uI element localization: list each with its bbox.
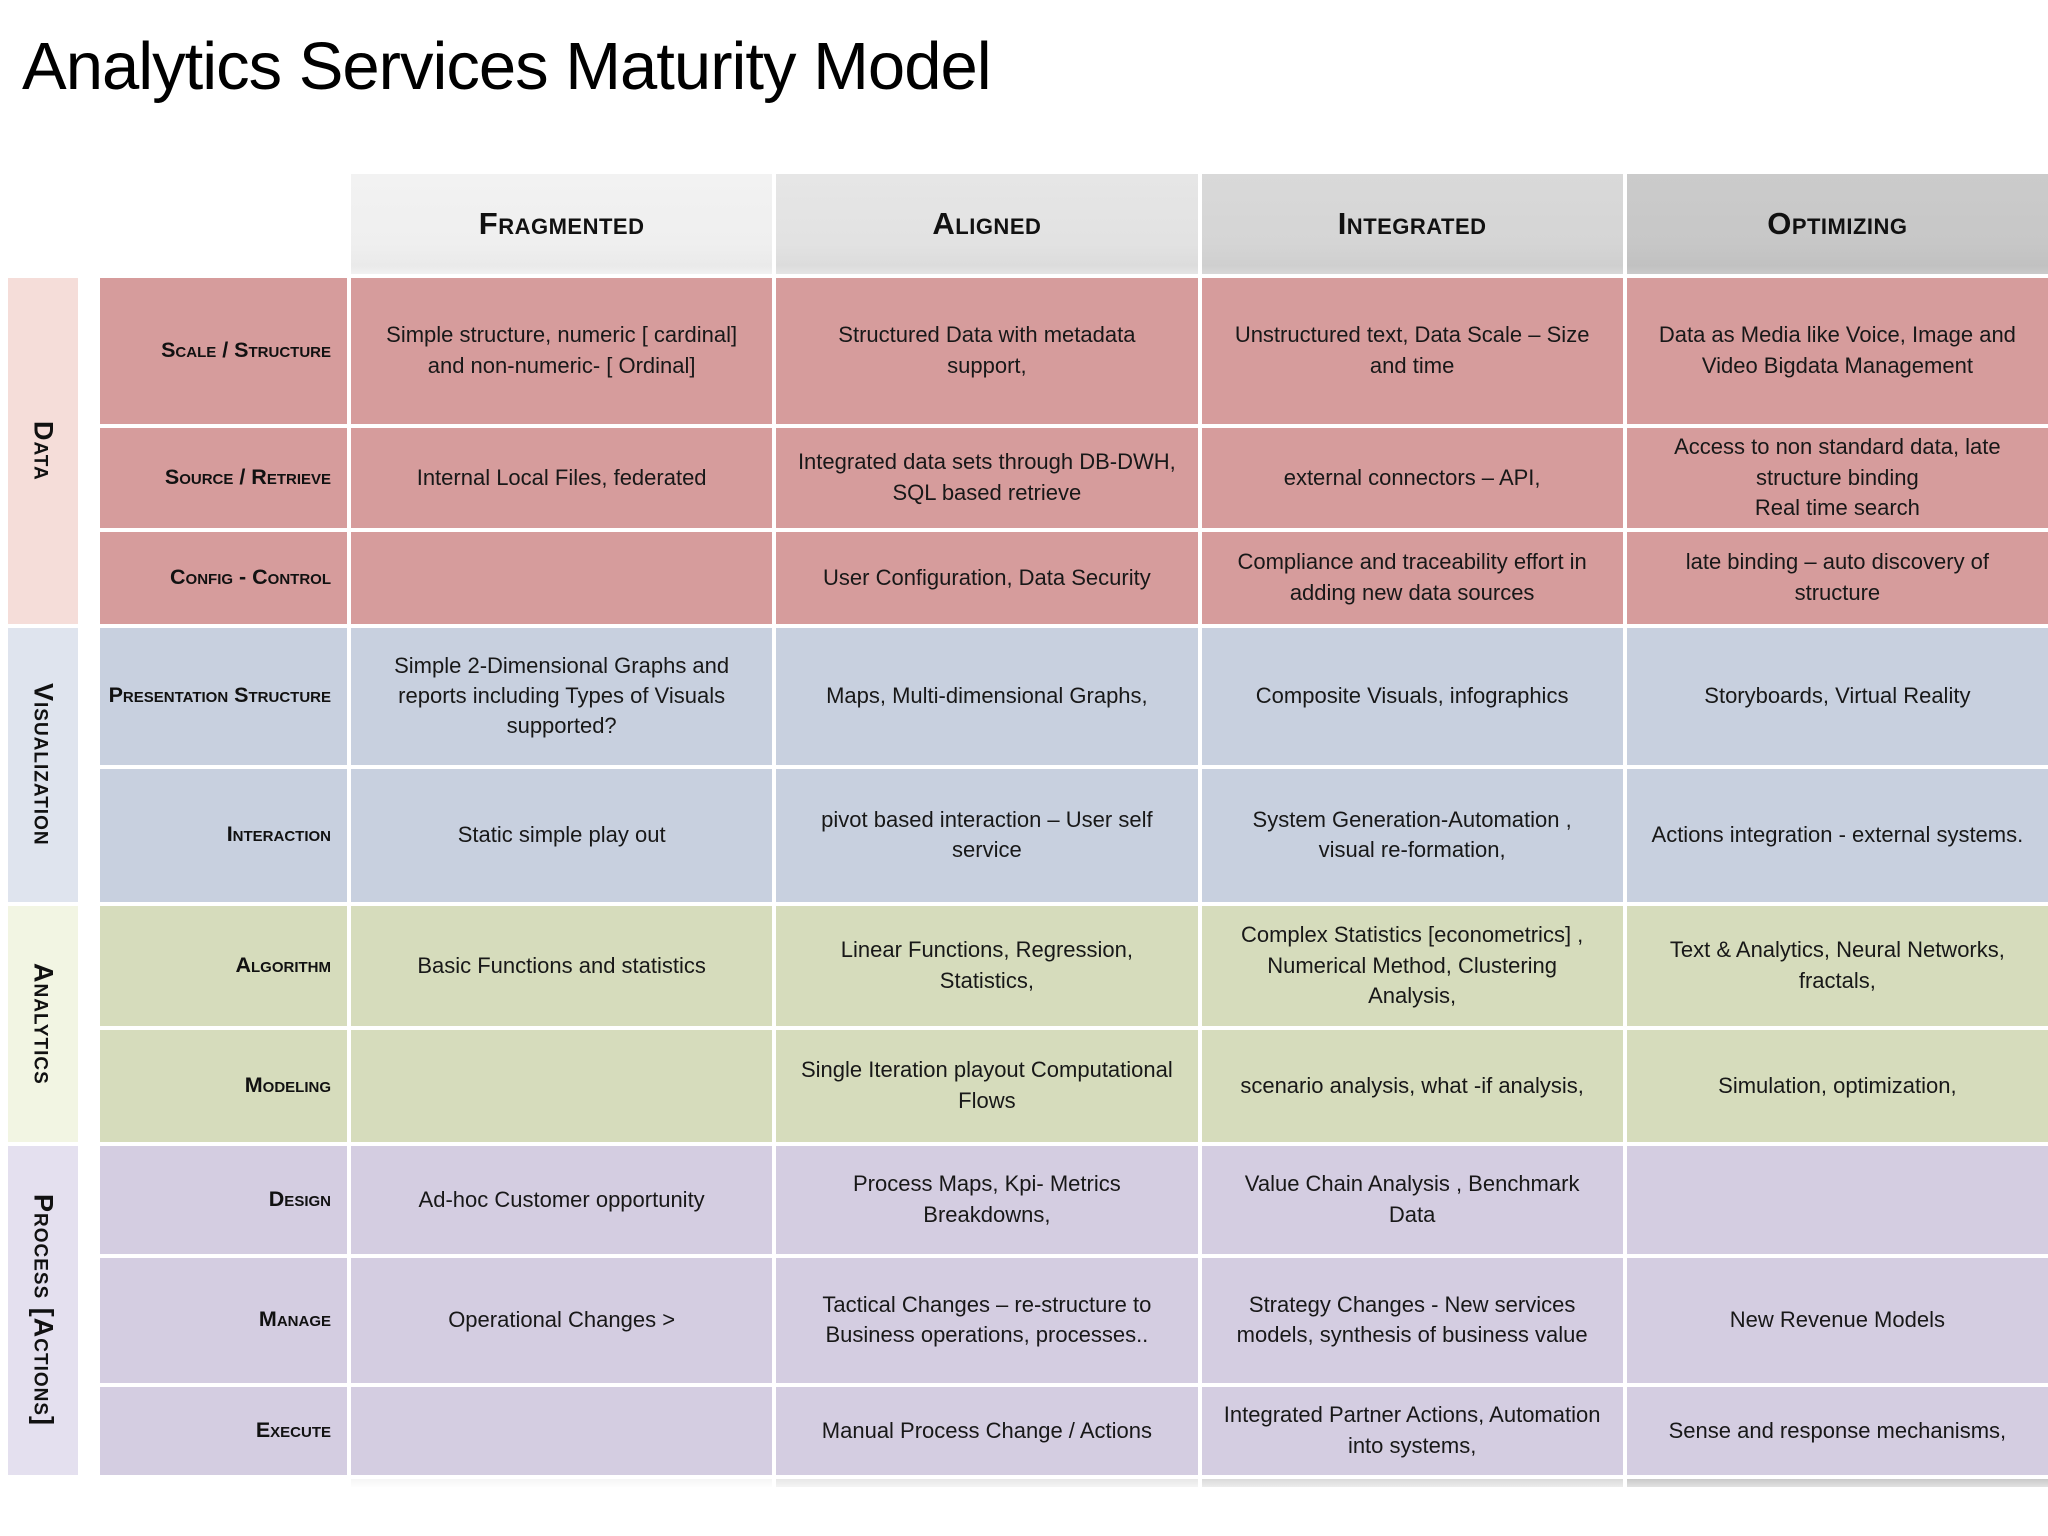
- footer-strip-aligned: [776, 1478, 1198, 1487]
- cell-source-retrieve-fragmented: Internal Local Files, federated: [351, 427, 773, 528]
- row-label-presentation-structure: Presentation Structure: [100, 627, 347, 765]
- cell-scale-structure-aligned: Structured Data with metadata support,: [776, 277, 1198, 424]
- cell-source-retrieve-integrated: external connectors – API,: [1201, 427, 1623, 528]
- cell-source-retrieve-optimizing: Access to non standard data, late struct…: [1626, 427, 2048, 528]
- row-label-source-retrieve: Source / Retrieve: [100, 427, 347, 528]
- cell-presentation-structure-optimizing: Storyboards, Virtual Reality: [1626, 627, 2048, 765]
- col-header-fragmented: Fragmented: [351, 173, 773, 274]
- cell-design-optimizing: [1626, 1145, 2048, 1254]
- col-header-optimizing: Optimizing: [1626, 173, 2048, 274]
- row-label-modeling: Modeling: [100, 1029, 347, 1142]
- cell-interaction-aligned: pivot based interaction – User self serv…: [776, 768, 1198, 902]
- cell-design-aligned: Process Maps, Kpi- Metrics Breakdowns,: [776, 1145, 1198, 1254]
- cell-scale-structure-fragmented: Simple structure, numeric [ cardinal] an…: [351, 277, 773, 424]
- cell-manage-integrated: Strategy Changes - New services models, …: [1201, 1257, 1623, 1383]
- cell-config-control-aligned: User Configuration, Data Security: [776, 531, 1198, 624]
- row-label-scale-structure: Scale / Structure: [100, 277, 347, 424]
- cell-design-fragmented: Ad-hoc Customer opportunity: [351, 1145, 773, 1254]
- cell-config-control-integrated: Compliance and traceability effort in ad…: [1201, 531, 1623, 624]
- cell-config-control-fragmented: [351, 531, 773, 624]
- footer-strip-integrated: [1201, 1478, 1623, 1487]
- page-title: Analytics Services Maturity Model: [22, 29, 992, 104]
- footer-strip-fragmented: [351, 1478, 773, 1487]
- cell-algorithm-aligned: Linear Functions, Regression, Statistics…: [776, 905, 1198, 1026]
- cell-modeling-optimizing: Simulation, optimization,: [1626, 1029, 2048, 1142]
- group-label-visualization: Visualization: [8, 627, 78, 902]
- cell-manage-fragmented: Operational Changes >: [351, 1257, 773, 1383]
- row-label-execute: Execute: [100, 1386, 347, 1475]
- row-label-design: Design: [100, 1145, 347, 1254]
- row-label-interaction: Interaction: [100, 768, 347, 902]
- cell-interaction-fragmented: Static simple play out: [351, 768, 773, 902]
- maturity-matrix: Fragmented Aligned Integrated Optimizing…: [0, 173, 2048, 1487]
- group-label-analytics: Analytics: [8, 905, 78, 1142]
- group-label-process-actions: Process [Actions]: [8, 1145, 78, 1475]
- cell-presentation-structure-fragmented: Simple 2-Dimensional Graphs and reports …: [351, 627, 773, 765]
- cell-design-integrated: Value Chain Analysis , Benchmark Data: [1201, 1145, 1623, 1254]
- cell-config-control-optimizing: late binding – auto discovery of structu…: [1626, 531, 2048, 624]
- cell-execute-fragmented: [351, 1386, 773, 1475]
- cell-execute-integrated: Integrated Partner Actions, Automation i…: [1201, 1386, 1623, 1475]
- col-header-integrated: Integrated: [1201, 173, 1623, 274]
- col-header-aligned: Aligned: [776, 173, 1198, 274]
- footer-strip-optimizing: [1626, 1478, 2048, 1487]
- cell-scale-structure-optimizing: Data as Media like Voice, Image and Vide…: [1626, 277, 2048, 424]
- cell-modeling-integrated: scenario analysis, what -if analysis,: [1201, 1029, 1623, 1142]
- cell-presentation-structure-aligned: Maps, Multi-dimensional Graphs,: [776, 627, 1198, 765]
- cell-modeling-fragmented: [351, 1029, 773, 1142]
- row-label-config-control: Config - Control: [100, 531, 347, 624]
- cell-modeling-aligned: Single Iteration playout Computational F…: [776, 1029, 1198, 1142]
- cell-manage-optimizing: New Revenue Models: [1626, 1257, 2048, 1383]
- cell-source-retrieve-aligned: Integrated data sets through DB-DWH, SQL…: [776, 427, 1198, 528]
- cell-interaction-integrated: System Generation-Automation , visual re…: [1201, 768, 1623, 902]
- row-label-algorithm: Algorithm: [100, 905, 347, 1026]
- row-label-manage: Manage: [100, 1257, 347, 1383]
- cell-algorithm-integrated: Complex Statistics [econometrics] , Nume…: [1201, 905, 1623, 1026]
- cell-manage-aligned: Tactical Changes – re-structure to Busin…: [776, 1257, 1198, 1383]
- cell-algorithm-optimizing: Text & Analytics, Neural Networks, fract…: [1626, 905, 2048, 1026]
- cell-execute-aligned: Manual Process Change / Actions: [776, 1386, 1198, 1475]
- cell-algorithm-fragmented: Basic Functions and statistics: [351, 905, 773, 1026]
- group-label-data: Data: [8, 277, 78, 624]
- cell-scale-structure-integrated: Unstructured text, Data Scale – Size and…: [1201, 277, 1623, 424]
- cell-execute-optimizing: Sense and response mechanisms,: [1626, 1386, 2048, 1475]
- cell-interaction-optimizing: Actions integration - external systems.: [1626, 768, 2048, 902]
- cell-presentation-structure-integrated: Composite Visuals, infographics: [1201, 627, 1623, 765]
